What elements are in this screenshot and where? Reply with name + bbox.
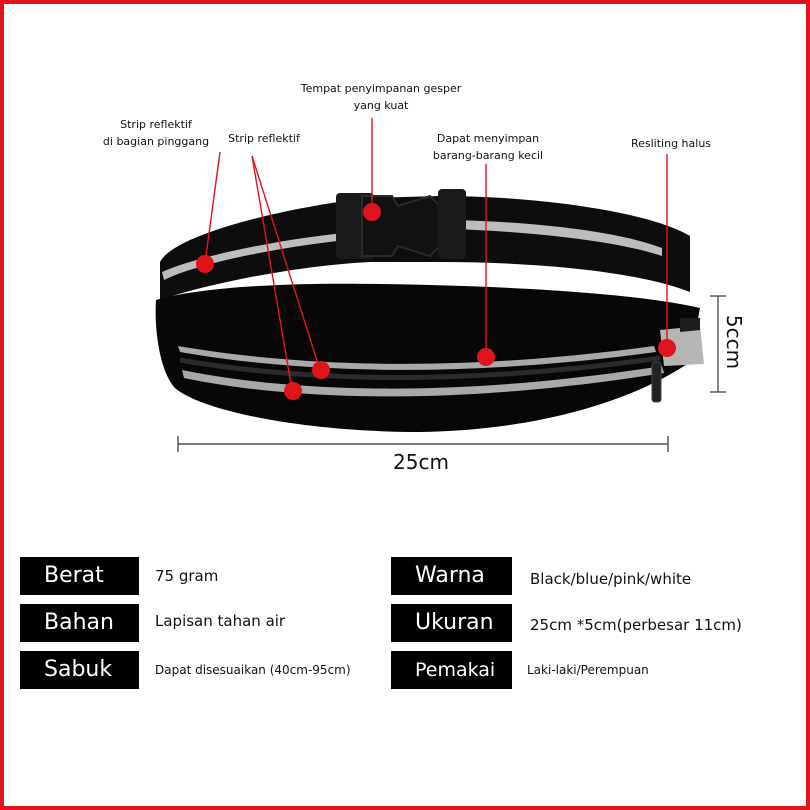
strip-pointer-b [251, 155, 293, 391]
spec-label-warna: Warna [391, 557, 512, 595]
buckle-marker [363, 203, 381, 221]
waist-strip-callout-line2: di bagian pinggang [102, 135, 210, 148]
strip-pointer-a [251, 155, 321, 371]
waist-strip-marker [196, 255, 214, 273]
spec-value-bahan: Lapisan tahan air [155, 612, 286, 630]
strip-callout: Strip reflektif [228, 132, 300, 145]
side-strap [680, 318, 700, 332]
spec-label-berat: Berat [20, 557, 139, 595]
height-dimension-label: 5ccm [722, 314, 746, 370]
waist-strip-callout-line1: Strip reflektif [120, 118, 192, 131]
spec-value-ukuran: 25cm *5cm(perbesar 11cm) [530, 616, 742, 634]
zipper-marker [658, 339, 676, 357]
zipper-line [179, 355, 661, 380]
back-reflective-strip-right [452, 220, 662, 256]
pocket-callout-line1: Dapat menyimpan [436, 132, 540, 145]
spec-label-sabuk: Sabuk [20, 651, 139, 689]
strip-marker-b [284, 382, 302, 400]
spec-label-bahan: Bahan [20, 604, 139, 642]
strip-marker-a [312, 361, 330, 379]
spec-value-berat: 75 gram [155, 567, 219, 585]
spec-value-sabuk: Dapat disesuaikan (40cm-95cm) [155, 663, 351, 677]
waist-strip-callout: Strip reflektif di bagian pinggang [96, 116, 216, 150]
pocket-callout-line2: barang-barang kecil [432, 149, 544, 162]
spec-label-pemakai: Pemakai [391, 651, 512, 689]
front-reflective-strip-bottom [182, 366, 664, 397]
back-reflective-strip [162, 231, 365, 280]
pocket-marker [477, 348, 495, 366]
buckle-callout: Tempat penyimpanan gesper yang kuat [300, 82, 462, 112]
spec-label-ukuran: Ukuran [391, 604, 512, 642]
buckle-right [438, 189, 466, 259]
spec-value-warna: Black/blue/pink/white [530, 570, 692, 588]
spec-value-pemakai: Laki-laki/Perempuan [527, 663, 649, 677]
waist-strip-pointer [204, 151, 221, 264]
zipper-callout: Resliting halus [630, 137, 712, 150]
zipper-pull [651, 361, 662, 403]
front-reflective-strip-top [178, 346, 656, 370]
pocket-callout: Dapat menyimpan barang-barang kecil [428, 130, 548, 164]
width-dimension-label: 25cm [393, 450, 449, 474]
